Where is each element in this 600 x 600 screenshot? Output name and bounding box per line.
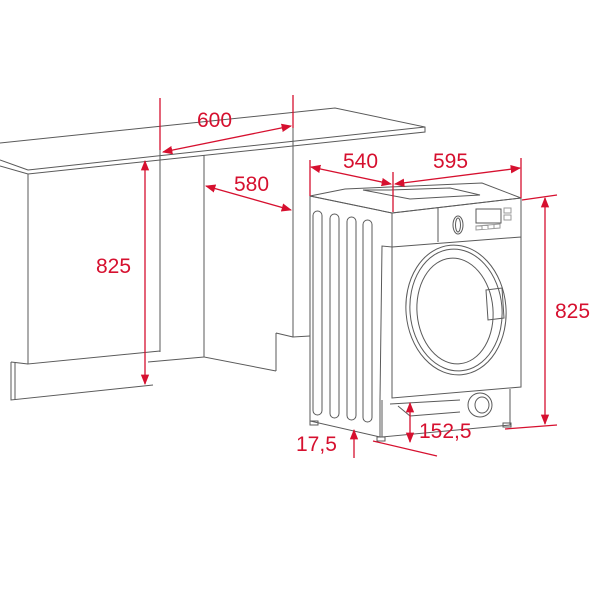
appliance-height-label: 825 bbox=[555, 300, 590, 323]
vent-slot bbox=[312, 210, 323, 416]
foot bbox=[309, 420, 319, 426]
left-plinth bbox=[10, 361, 154, 401]
program-knob bbox=[452, 215, 464, 235]
machine-front bbox=[391, 197, 522, 399]
vent-slot bbox=[329, 213, 340, 419]
niche-dimensions: 600 580 825 bbox=[96, 95, 294, 386]
vent-slot bbox=[362, 219, 373, 423]
depth-540-arrow bbox=[309, 164, 393, 187]
depth-580-arrow bbox=[204, 184, 293, 212]
foot bbox=[376, 436, 386, 442]
program-knob-inner bbox=[455, 217, 461, 233]
right-cabinet bbox=[275, 95, 311, 371]
display bbox=[475, 208, 502, 224]
appliance-depth-label: 540 bbox=[343, 150, 378, 173]
niche-height-label: 825 bbox=[96, 255, 131, 278]
niche-back-wall bbox=[147, 155, 277, 372]
washing-machine bbox=[309, 182, 522, 442]
width-595-arrow bbox=[393, 165, 522, 187]
button bbox=[503, 214, 512, 221]
vent-slot bbox=[346, 216, 357, 421]
door-outer bbox=[405, 244, 507, 376]
drain-filter bbox=[467, 392, 493, 418]
kitchen-niche bbox=[0, 95, 426, 401]
niche-depth-label: 580 bbox=[234, 173, 269, 196]
width-600-arrow bbox=[161, 123, 293, 155]
door-ring bbox=[409, 248, 503, 372]
drain-filter-cap bbox=[474, 396, 490, 414]
door-glass bbox=[416, 257, 494, 365]
side-vents bbox=[312, 210, 373, 423]
plinth-height-label: 152,5 bbox=[419, 420, 472, 443]
button bbox=[503, 207, 512, 214]
extension-line bbox=[504, 424, 558, 430]
button-row bbox=[475, 223, 501, 231]
niche-width-label: 600 bbox=[197, 109, 232, 132]
extension-line bbox=[372, 440, 438, 457]
appliance-width-label: 595 bbox=[433, 150, 468, 173]
extension-line bbox=[521, 194, 558, 201]
foot bbox=[502, 422, 512, 428]
appliance-dimensions: 540 595 825 152,5 17,5 bbox=[296, 150, 590, 458]
foot-height-label: 17,5 bbox=[296, 433, 337, 456]
door-handle bbox=[485, 287, 505, 321]
